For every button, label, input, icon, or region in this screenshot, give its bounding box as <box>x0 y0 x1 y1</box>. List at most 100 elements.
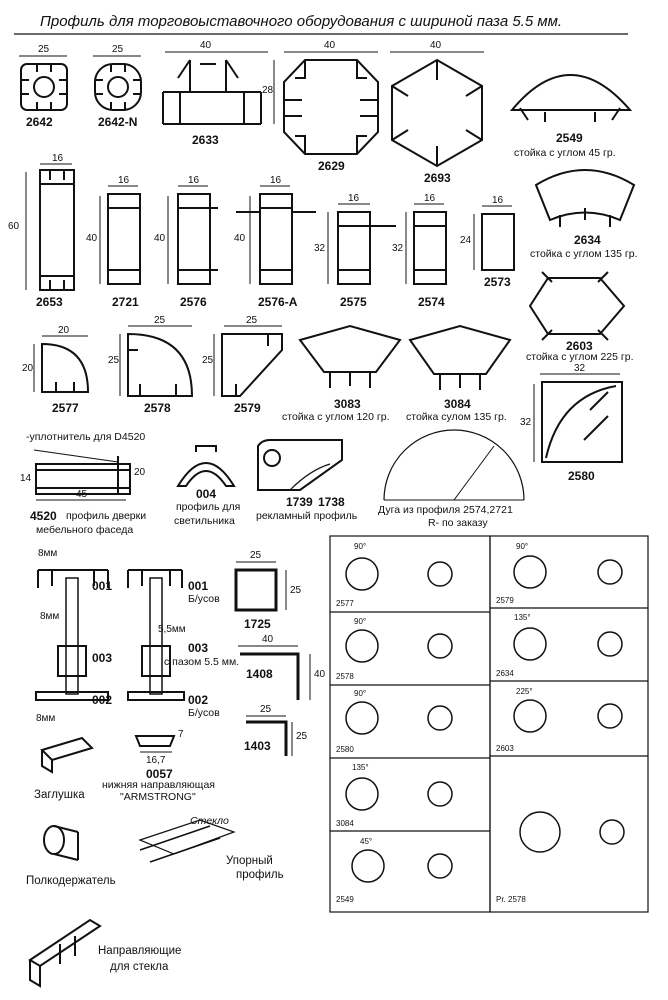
profile-4520-drawing <box>33 449 131 501</box>
code-1408: 1408 <box>246 667 273 681</box>
label-stop-b: профиль <box>236 869 284 881</box>
label-glass: Стекло <box>190 815 229 827</box>
code-2573: 2573 <box>484 275 511 289</box>
profile-2721-drawing <box>99 185 141 285</box>
dim-2721-h: 40 <box>86 233 98 244</box>
profile-2642-drawing <box>19 55 68 111</box>
dim-0057-h: 7 <box>178 729 184 740</box>
code-2576a: 2576-A <box>258 295 298 309</box>
profile-0057-drawing <box>134 735 176 753</box>
code-001: 001 <box>92 579 113 593</box>
code-2574: 2574 <box>418 295 445 309</box>
profile-2653-drawing <box>25 163 75 291</box>
caption-arc-b: R- по заказу <box>428 517 488 529</box>
profile-004-drawing <box>176 445 236 487</box>
caption-arc-a: Дуга из профиля 2574,2721 <box>378 504 513 516</box>
dim-4520-h1: 14 <box>20 473 32 484</box>
profile-1403-drawing <box>246 715 293 756</box>
code-0057: 0057 <box>146 767 173 781</box>
code-2580: 2580 <box>568 469 595 483</box>
dim-8mm-bottom: 8мм <box>36 713 56 724</box>
label-guides-b: для стекла <box>110 961 169 973</box>
profile-2629-drawing <box>283 51 379 155</box>
dim-2580-h: 32 <box>520 417 532 428</box>
dim-0057-w: 16,7 <box>146 755 166 766</box>
caption-1739: рекламный профиль <box>256 510 358 522</box>
dim-2574-h: 32 <box>392 243 404 254</box>
dim-1403-h: 25 <box>296 731 308 742</box>
dim-2576-w: 16 <box>188 175 200 186</box>
caption-4520-a: профиль дверки <box>66 510 147 522</box>
code-2653: 2653 <box>36 295 63 309</box>
caption-002b: Б/усов <box>188 707 220 719</box>
shelf-holder-drawing <box>43 825 79 861</box>
code-002b: 002 <box>188 693 209 707</box>
code-003: 003 <box>92 651 113 665</box>
dim-4520-h2: 20 <box>134 467 146 478</box>
dim-2577-w: 20 <box>58 325 70 336</box>
dim-2653-w: 16 <box>52 153 64 164</box>
profile-2634-drawing <box>534 169 636 227</box>
dim-2577-h: 20 <box>22 363 34 374</box>
code-004: 004 <box>196 487 217 501</box>
code-3083: 3083 <box>334 397 361 411</box>
profile-2577-drawing <box>33 335 90 393</box>
caption-3083: стойка с углом 120 гр. <box>282 411 390 423</box>
caption-004-a: профиль для <box>176 501 241 513</box>
seal-note: -уплотнитель для D4520 <box>26 431 146 443</box>
panel-right-1-code: 2634 <box>496 669 514 678</box>
panel-left-3-code: 3084 <box>336 819 354 828</box>
profile-2576-drawing <box>167 185 218 285</box>
profile-2603-drawing <box>528 271 626 341</box>
code-1725: 1725 <box>244 617 271 631</box>
code-2579: 2579 <box>234 401 261 415</box>
dim-2576a-w: 16 <box>270 175 282 186</box>
panel-right-0-code: 2579 <box>496 596 514 605</box>
panel-illustrations <box>345 555 625 883</box>
caption-2634: стойка с углом 135 гр. <box>530 248 638 260</box>
caption-003b: с пазом 5.5 мм. <box>164 656 240 668</box>
stop-profile-drawing <box>138 819 236 863</box>
panel-left-1-angle: 90° <box>354 617 367 626</box>
label-shelf-holder: Полкодержатель <box>26 875 116 887</box>
profile-2693-drawing <box>390 51 484 168</box>
profile-2580-drawing <box>533 373 623 463</box>
profile-3083-drawing <box>298 324 402 388</box>
dim-1725-w: 25 <box>250 550 262 561</box>
panel-left-1-code: 2578 <box>336 672 354 681</box>
profile-1408-drawing <box>238 645 311 700</box>
dim-2576a-h: 40 <box>234 233 246 244</box>
code-2578: 2578 <box>144 401 171 415</box>
panel-right-2-code: 2603 <box>496 744 514 753</box>
code-2576: 2576 <box>180 295 207 309</box>
page-title: Профиль для торговоыставочного оборудова… <box>40 13 563 30</box>
code-2629: 2629 <box>318 159 345 173</box>
code-2693: 2693 <box>424 171 451 185</box>
panel-left-0-angle: 90° <box>354 542 367 551</box>
dim-4520-w: 45 <box>76 489 88 500</box>
cap-drawing <box>40 736 94 774</box>
caption-0057-b: "ARMSTRONG" <box>120 791 196 803</box>
panel-right-0-angle: 90° <box>516 542 529 551</box>
dim-2574-w: 16 <box>424 193 436 204</box>
code-001b: 001 <box>188 579 209 593</box>
caption-001b: Б/усов <box>188 593 220 605</box>
code-2575: 2575 <box>340 295 367 309</box>
code-1738: 1738 <box>318 495 345 509</box>
dim-1408-w: 40 <box>262 634 274 645</box>
code-002: 002 <box>92 693 113 707</box>
panel-right-3-code: Pr. 2578 <box>496 895 526 904</box>
code-2549: 2549 <box>556 131 583 145</box>
label-cap: Заглушка <box>34 789 85 801</box>
code-2642: 2642 <box>26 115 53 129</box>
arc-drawing <box>383 429 525 501</box>
profile-2574-drawing <box>405 203 447 285</box>
code-1403: 1403 <box>244 739 271 753</box>
code-2633: 2633 <box>192 133 219 147</box>
panel-left-4-angle: 45° <box>360 837 373 846</box>
code-4520: 4520 <box>30 509 57 523</box>
dim-2642: 25 <box>38 44 50 55</box>
glass-guides-drawing <box>28 918 102 988</box>
caption-0057-a: нижняя направляющая <box>102 779 215 791</box>
dim-1403-w: 25 <box>260 704 272 715</box>
